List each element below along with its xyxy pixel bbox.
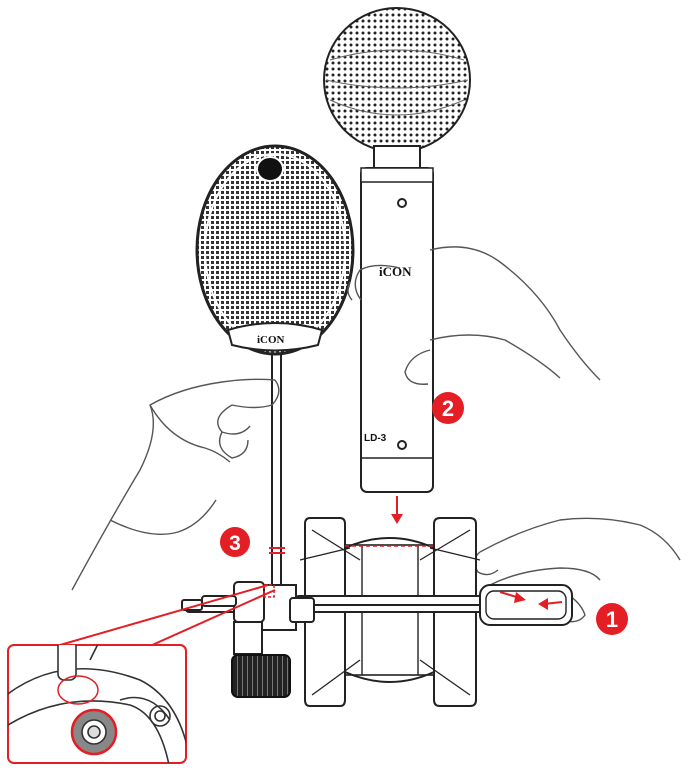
step-badge-2-label: 2 (442, 396, 454, 421)
arrow-down-icon (391, 496, 403, 524)
right-hand-upper (347, 246, 601, 385)
left-hand (71, 378, 280, 591)
mic-body (360, 167, 434, 493)
squeeze-arrows-icon (499, 591, 563, 610)
zoom-callout (7, 584, 276, 764)
tightening-knob (231, 621, 291, 698)
pop-filter-logo: iCON (257, 334, 285, 346)
step-badge-2: 2 (432, 392, 464, 424)
step-badge-1: 1 (596, 603, 628, 635)
mic-grille (323, 7, 471, 153)
mic-logo: iCON (379, 264, 412, 279)
step-badge-3-label: 3 (229, 532, 241, 555)
mic-model-label: LD-3 (364, 433, 387, 444)
mic-screw-bottom-icon (397, 440, 407, 450)
gooseneck-rod (269, 354, 285, 585)
step-badge-1-label: 1 (606, 607, 618, 632)
pop-filter-hole-icon (256, 156, 284, 182)
step-badge-3: 3 (220, 527, 250, 557)
mic-neck (373, 145, 421, 169)
pop-filter (195, 144, 355, 356)
mic-screw-top-icon (397, 198, 407, 208)
